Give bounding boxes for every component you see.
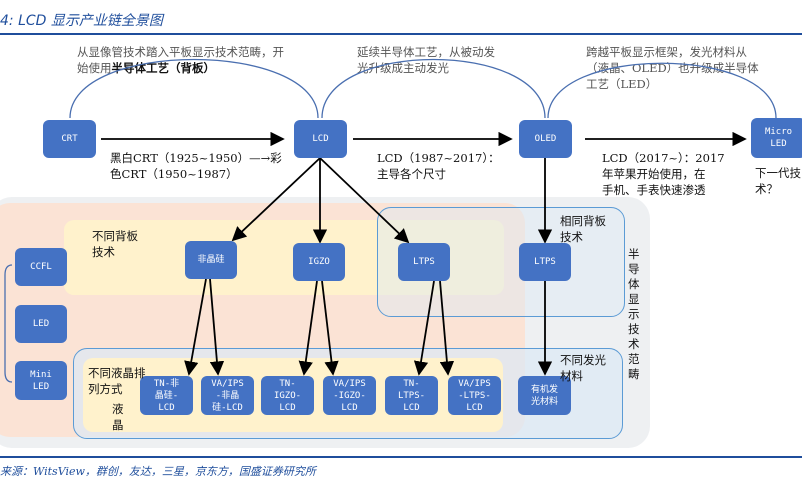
backlight-mini-led: Mini LED: [15, 361, 67, 400]
lcd-desc: LCD（1987~2017）： 主导各个尺寸: [377, 151, 500, 181]
stage-lcd: LCD: [294, 120, 347, 158]
label-diff-lc: 不同液晶排 列方式: [88, 366, 146, 396]
note-lcd-oled: 延续半导体工艺，从被动发 光升级成主动发光: [357, 45, 495, 75]
backplane-igzo: IGZO: [293, 243, 345, 281]
stage-oled: OLED: [519, 120, 572, 158]
backplane-a-si: 非晶硅: [185, 241, 237, 279]
note-crt-lcd: 从显像管技术踏入平板显示技术范畴，开 始使用半导体工艺（背板）: [77, 45, 284, 75]
label-lc: 液 晶: [112, 402, 124, 432]
product-organic-emitter: 有机发 光材料: [518, 376, 571, 415]
arc-crt-lcd: [69, 58, 319, 119]
figure-title: 4: LCD 显示产业链全景图: [0, 13, 163, 29]
source-note: 来源：WitsView，群创，友达，三星，京东方，国盛证券研究所: [0, 465, 316, 478]
product-vaips-igzo-lcd: VA/IPS -IGZO- LCD: [323, 376, 376, 415]
stage-micro-led: Micro LED: [751, 118, 802, 158]
product-tn-asi-lcd: TN-非 晶硅- LCD: [140, 376, 193, 415]
label-diff-backplane: 不同背板 技术: [92, 229, 138, 259]
backplane-ltps: LTPS: [398, 243, 450, 281]
label-semi-scope: 半 导 体 显 示 技 术 范 畴: [628, 247, 640, 381]
product-vaips-ltps-lcd: VA/IPS -LTPS- LCD: [448, 376, 501, 415]
backlight-ccfl: CCFL: [15, 248, 67, 286]
arc-oled-microled: [547, 62, 777, 119]
source-rule: [0, 456, 802, 458]
backlight-led: LED: [15, 305, 67, 343]
label-diff-emit: 不同发光 材料: [560, 353, 606, 383]
brace: [4, 264, 13, 383]
title-rule: [0, 33, 802, 35]
crt-desc: 黑白CRT（1925~1950）—→彩 色CRT（1950~1987）: [110, 151, 282, 181]
backplane-ltps-oled: LTPS: [519, 243, 571, 281]
product-tn-igzo-lcd: TN- IGZO- LCD: [261, 376, 314, 415]
stage-crt: CRT: [43, 120, 96, 158]
microled-desc: 下一代技 术？: [755, 166, 801, 196]
product-tn-ltps-lcd: TN- LTPS- LCD: [385, 376, 438, 415]
oled-desc: LCD（2017~）：2017 年苹果开始使用，在 手机、手表快速渗透: [602, 151, 725, 197]
label-same-backplane: 相同背板 技术: [560, 214, 606, 244]
product-vaips-asi-lcd: VA/IPS -非晶 硅-LCD: [201, 376, 254, 415]
note-oled-microled: 跨越平板显示框架，发光材料从 （液晶、OLED）也升级成半导体 工艺（LED）: [586, 45, 759, 91]
arc-lcd-oled: [321, 58, 546, 119]
